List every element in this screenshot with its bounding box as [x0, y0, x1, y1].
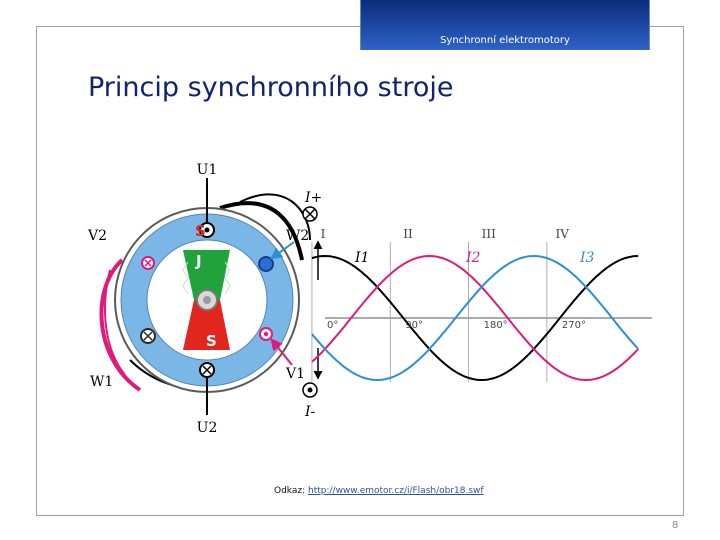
angle-label: 180° [484, 320, 508, 331]
winding-u-arc [239, 193, 311, 241]
series-label-i3: I3 [579, 250, 595, 266]
region-label: II [403, 227, 413, 241]
label-i-minus: I- [304, 404, 316, 420]
conductor-v-right [259, 327, 273, 341]
section-label: Synchronní elektromotory [440, 35, 570, 46]
conductor-w-left [140, 328, 156, 344]
current-in-symbol [302, 206, 318, 222]
wave-series [311, 254, 639, 382]
wave-i3 [311, 254, 639, 382]
label-u1: U1 [197, 162, 218, 178]
label-i-plus: I+ [304, 190, 322, 206]
rotor-shaft-center [203, 296, 211, 304]
rotor-north-label: J [195, 252, 202, 270]
rotor-south-label: S [206, 332, 217, 350]
rotor-hatch-left [182, 261, 189, 295]
angle-labels: 0° 90° 180° 270° [327, 320, 586, 331]
source-reference: Odkaz: http://www.emotor.cz/i/Flash/obr1… [274, 486, 484, 496]
current-out-symbol [302, 382, 318, 398]
label-v1: V1 [285, 366, 305, 382]
region-label: III [482, 227, 496, 241]
slide-title: Princip synchronního stroje [88, 72, 454, 103]
conductor-u-bottom [199, 362, 215, 378]
wave-i2 [311, 254, 639, 382]
winding-v2-arc [104, 269, 126, 376]
wave-i1 [311, 254, 639, 382]
rotor-north [183, 250, 230, 300]
machine-cross-section: U1 U2 V2 W2 W1 V1 I+ I- S J S [87, 162, 322, 436]
conductor-w-right [258, 256, 274, 272]
lead-w2 [270, 241, 295, 260]
region-boundaries [311, 242, 548, 382]
rotor-hatch-right [224, 261, 231, 295]
series-label-i1: I1 [354, 250, 369, 266]
source-prefix: Odkaz: [274, 486, 306, 496]
winding-w-arc [219, 201, 304, 261]
label-u2: U2 [197, 420, 218, 436]
rotor-south [183, 300, 230, 350]
conductor-v-left [141, 256, 155, 270]
source-link[interactable]: http://www.emotor.cz/i/Flash/obr18.swf [308, 486, 484, 496]
region-label: IV [556, 227, 570, 241]
label-w2: W2 [286, 228, 309, 244]
label-w1: W1 [90, 374, 113, 390]
angle-label: 90° [405, 320, 423, 331]
lead-v1 [270, 338, 293, 366]
series-label-i2: I2 [465, 250, 481, 266]
label-v2: V2 [87, 228, 107, 244]
angle-label: 270° [562, 320, 586, 331]
stator-pole-label: S [195, 222, 206, 240]
series-labels: I1 I2 I3 [354, 250, 595, 266]
section-header-tab: Synchronní elektromotory [360, 0, 650, 50]
conductor-u-top [199, 222, 215, 238]
region-label: I [321, 227, 326, 241]
page-number: 8 [672, 520, 679, 531]
winding-v-arc [99, 258, 142, 392]
angle-label: 0° [327, 320, 338, 331]
